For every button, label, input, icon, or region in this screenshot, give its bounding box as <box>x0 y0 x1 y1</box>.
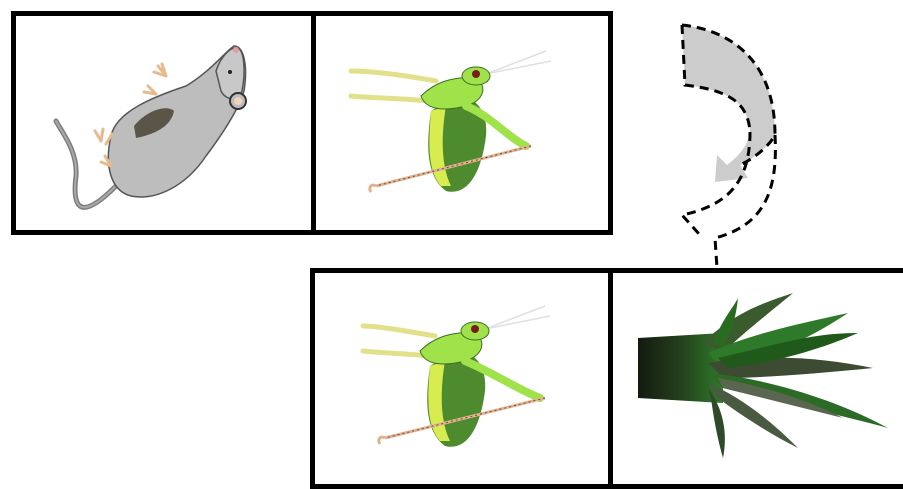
grasshopper-icon <box>316 16 608 230</box>
grasshopper-panel-bottom <box>310 268 613 489</box>
grass-icon <box>613 273 903 484</box>
grasshopper-panel-top <box>311 11 613 235</box>
grass-panel <box>608 268 903 489</box>
mouse-panel <box>11 11 316 235</box>
mouse-icon <box>16 16 311 230</box>
curved-arrow-icon <box>670 20 790 272</box>
grasshopper-icon <box>315 273 608 484</box>
